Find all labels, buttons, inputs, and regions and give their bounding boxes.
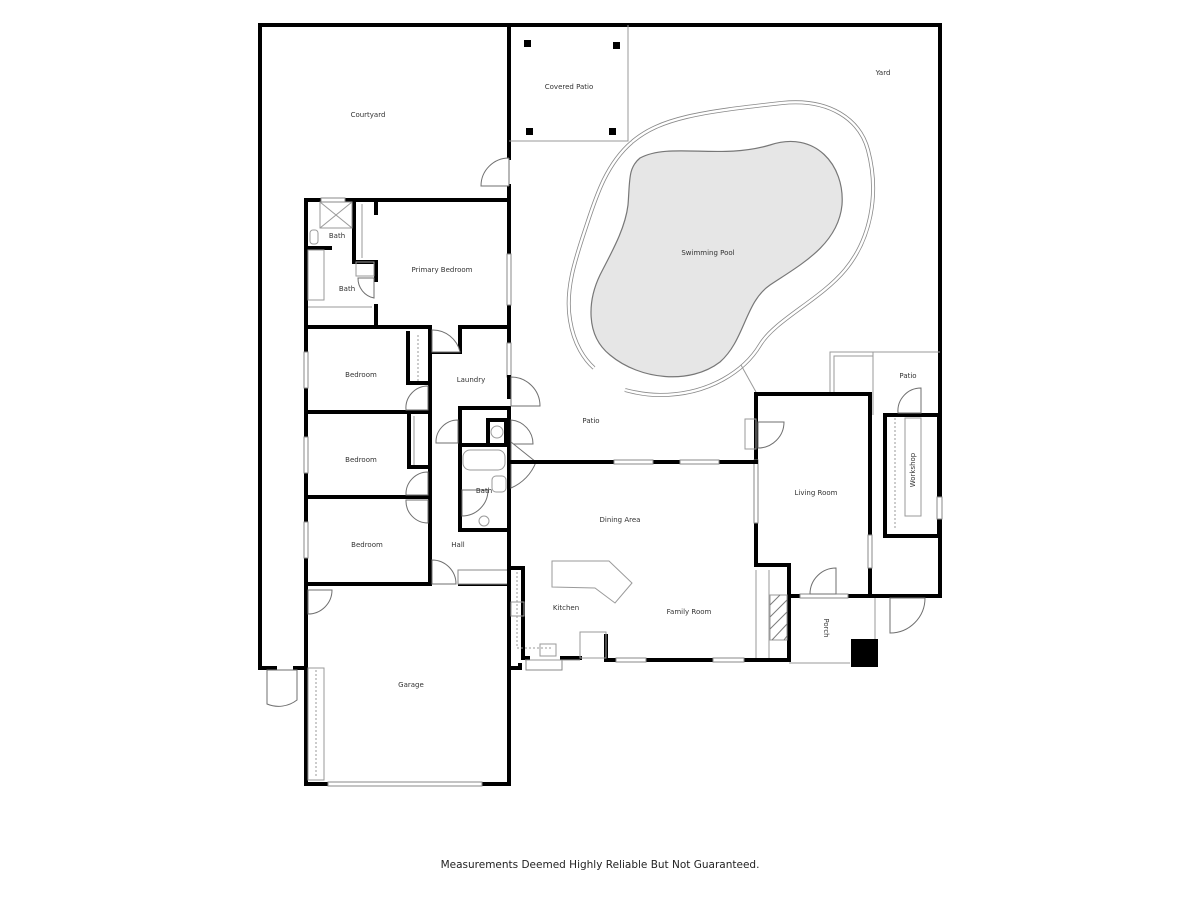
side-door[interactable] — [889, 597, 926, 634]
sink-icon — [539, 643, 557, 657]
label-family-room: Family Room — [667, 608, 712, 616]
living-room-door[interactable] — [757, 421, 785, 449]
hall-door[interactable] — [431, 559, 457, 585]
label-kitchen: Kitchen — [553, 604, 579, 612]
post-icon — [613, 42, 620, 49]
window — [679, 459, 720, 465]
window — [525, 659, 563, 671]
patio-door[interactable] — [510, 440, 537, 489]
laundry-door[interactable] — [431, 329, 461, 353]
label-bath: Bath — [476, 487, 492, 495]
living-room-walls — [744, 392, 942, 634]
label-workshop: Workshop — [909, 452, 917, 487]
bath-door[interactable] — [357, 277, 375, 299]
label-swimming-pool: Swimming Pool — [681, 249, 734, 257]
label-covered-patio: Covered Patio — [545, 83, 594, 91]
bath-door[interactable] — [461, 489, 489, 517]
label-dining-area: Dining Area — [600, 516, 641, 524]
window — [799, 593, 849, 599]
label-patio-east: Patio — [899, 372, 916, 380]
window — [615, 657, 647, 663]
window — [867, 534, 873, 569]
courtyard-door[interactable] — [480, 157, 510, 187]
window — [303, 521, 309, 559]
window — [320, 197, 346, 203]
patio-door[interactable] — [510, 419, 534, 445]
window — [613, 459, 654, 465]
window — [303, 351, 309, 389]
label-porch: Porch — [822, 618, 830, 637]
bedroom-door[interactable] — [405, 471, 429, 496]
garage — [304, 582, 511, 787]
garage-entry-door[interactable] — [307, 589, 333, 615]
label-patio: Patio — [582, 417, 599, 425]
label-primary-bedroom: Primary Bedroom — [412, 266, 473, 274]
label-yard: Yard — [875, 69, 891, 77]
window — [506, 342, 512, 378]
label-bath: Bath — [329, 232, 345, 240]
fridge-icon — [579, 631, 607, 659]
window — [506, 253, 512, 306]
garage-door[interactable] — [327, 781, 483, 787]
room-labels: Courtyard Covered Patio Yard Swimming Po… — [329, 69, 917, 689]
label-bath: Bath — [339, 285, 355, 293]
window — [712, 657, 745, 663]
post-icon — [524, 40, 531, 47]
disclaimer-text: Measurements Deemed Highly Reliable But … — [440, 859, 760, 871]
laundry-closet-door[interactable] — [435, 419, 459, 444]
window — [936, 496, 943, 520]
label-laundry: Laundry — [457, 376, 486, 384]
window — [303, 436, 309, 474]
label-bedroom: Bedroom — [345, 456, 377, 464]
porch — [789, 598, 878, 667]
bedroom-door[interactable] — [405, 385, 429, 411]
property-boundary — [258, 23, 942, 670]
kitchen-island — [551, 560, 633, 604]
covered-patio — [509, 25, 629, 142]
label-living-room: Living Room — [795, 489, 838, 497]
label-bedroom: Bedroom — [345, 371, 377, 379]
stove-icon — [510, 601, 525, 617]
label-bedroom: Bedroom — [351, 541, 383, 549]
swimming-pool — [566, 100, 875, 398]
east-patio — [829, 351, 940, 415]
porch-post-icon — [851, 639, 878, 667]
post-icon — [526, 128, 533, 135]
courtyard-walls — [258, 23, 511, 707]
porch-door[interactable] — [809, 567, 837, 595]
courtyard-side-door[interactable] — [266, 669, 298, 707]
window — [753, 459, 759, 524]
label-garage: Garage — [398, 681, 424, 689]
label-courtyard: Courtyard — [351, 111, 386, 119]
workshop — [883, 387, 943, 538]
bedroom-door[interactable] — [405, 499, 429, 524]
post-icon — [609, 128, 616, 135]
workshop-door[interactable] — [897, 387, 922, 414]
patio-door[interactable] — [510, 376, 541, 407]
fireplace — [769, 594, 788, 641]
label-hall: Hall — [451, 541, 464, 549]
